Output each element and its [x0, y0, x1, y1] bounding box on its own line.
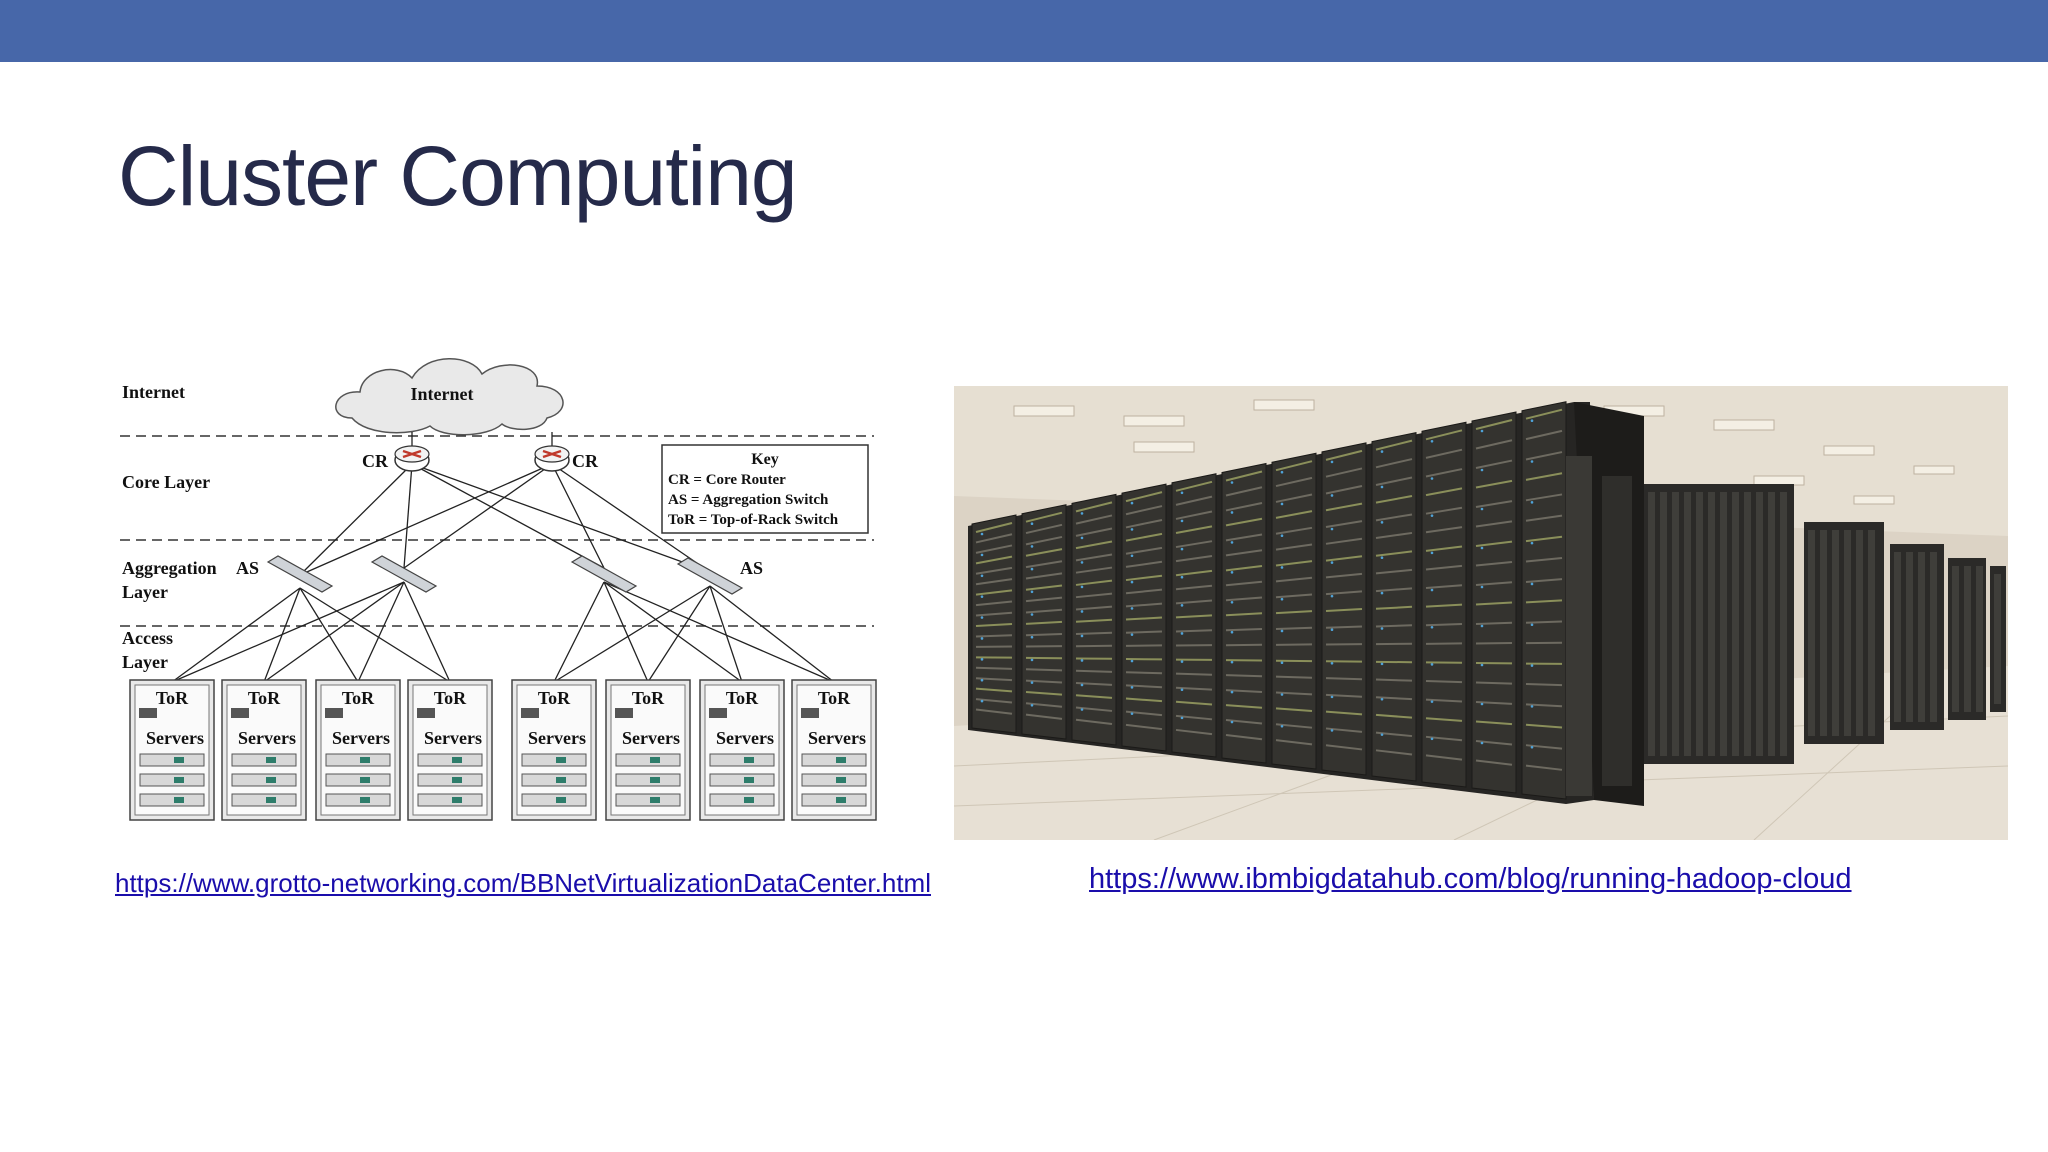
- key-line: AS = Aggregation Switch: [668, 492, 829, 508]
- key-line: CR = Core Router: [668, 472, 786, 488]
- core-router-icon: [394, 445, 430, 472]
- slide-title: Cluster Computing: [118, 129, 798, 223]
- aggregation-switch-icon: [570, 555, 638, 593]
- rack-tor-label: ToR: [726, 688, 759, 708]
- rack-servers-label: Servers: [528, 728, 586, 748]
- aggregation-switch-icon: [370, 555, 438, 593]
- rack-servers-label: Servers: [424, 728, 482, 748]
- rack-icon: ToR Servers: [699, 679, 785, 821]
- datacenter-network-diagram: Internet Core Layer Aggregation Layer Ac…: [120, 358, 877, 821]
- rack-tor-label: ToR: [156, 688, 189, 708]
- rack-icon: ToR Servers: [407, 679, 493, 821]
- layer-label-access-1: Access: [122, 628, 173, 648]
- rack-tor-label: ToR: [632, 688, 665, 708]
- rack-servers-label: Servers: [146, 728, 204, 748]
- layer-label-access-2: Layer: [122, 652, 168, 672]
- rack-tor-label: ToR: [818, 688, 851, 708]
- aggregation-switch-label-right: AS: [740, 558, 763, 578]
- layer-label-internet: Internet: [122, 382, 185, 402]
- layer-label-aggregation-2: Layer: [122, 582, 168, 602]
- key-line: ToR = Top-of-Rack Switch: [668, 512, 839, 528]
- top-accent-bar: [0, 0, 2048, 62]
- diagram-key: Key CR = Core Router AS = Aggregation Sw…: [661, 444, 869, 534]
- rack-servers-label: Servers: [332, 728, 390, 748]
- core-router-label-right: CR: [572, 451, 599, 471]
- layer-label-aggregation-1: Aggregation: [122, 558, 217, 578]
- rack-servers-label: Servers: [716, 728, 774, 748]
- network-links: [171, 432, 835, 683]
- source-link-diagram[interactable]: https://www.grotto-networking.com/BBNetV…: [115, 868, 931, 898]
- rack-servers-label: Servers: [808, 728, 866, 748]
- rack-servers-label: Servers: [238, 728, 296, 748]
- rack-tor-label: ToR: [538, 688, 571, 708]
- aggregation-switch-icon: [266, 555, 334, 593]
- rack-icon: ToR Servers: [129, 679, 215, 821]
- server-racks: ToR Servers ToR Servers ToR Servers ToR Servers…: [129, 679, 877, 821]
- server-racks-photo: [954, 386, 2008, 840]
- rack-tor-label: ToR: [434, 688, 467, 708]
- rack-icon: ToR Servers: [511, 679, 597, 821]
- aggregation-switch-label-left: AS: [236, 558, 259, 578]
- core-router-label-left: CR: [362, 451, 389, 471]
- rack-servers-label: Servers: [622, 728, 680, 748]
- key-title: Key: [751, 451, 779, 468]
- rack-icon: ToR Servers: [221, 679, 307, 821]
- source-link-photo[interactable]: https://www.ibmbigdatahub.com/blog/runni…: [1089, 863, 1852, 895]
- rack-icon: ToR Servers: [605, 679, 691, 821]
- rack-tor-label: ToR: [342, 688, 375, 708]
- layer-label-core: Core Layer: [122, 472, 210, 492]
- rack-tor-label: ToR: [248, 688, 281, 708]
- layer-separators: [120, 435, 874, 627]
- rack-icon: ToR Servers: [315, 679, 401, 821]
- internet-cloud-icon: [335, 358, 564, 436]
- core-router-icon: [534, 445, 570, 472]
- aggregation-switch-icon: [676, 557, 744, 595]
- cloud-label: Internet: [411, 384, 474, 404]
- rack-icon: ToR Servers: [791, 679, 877, 821]
